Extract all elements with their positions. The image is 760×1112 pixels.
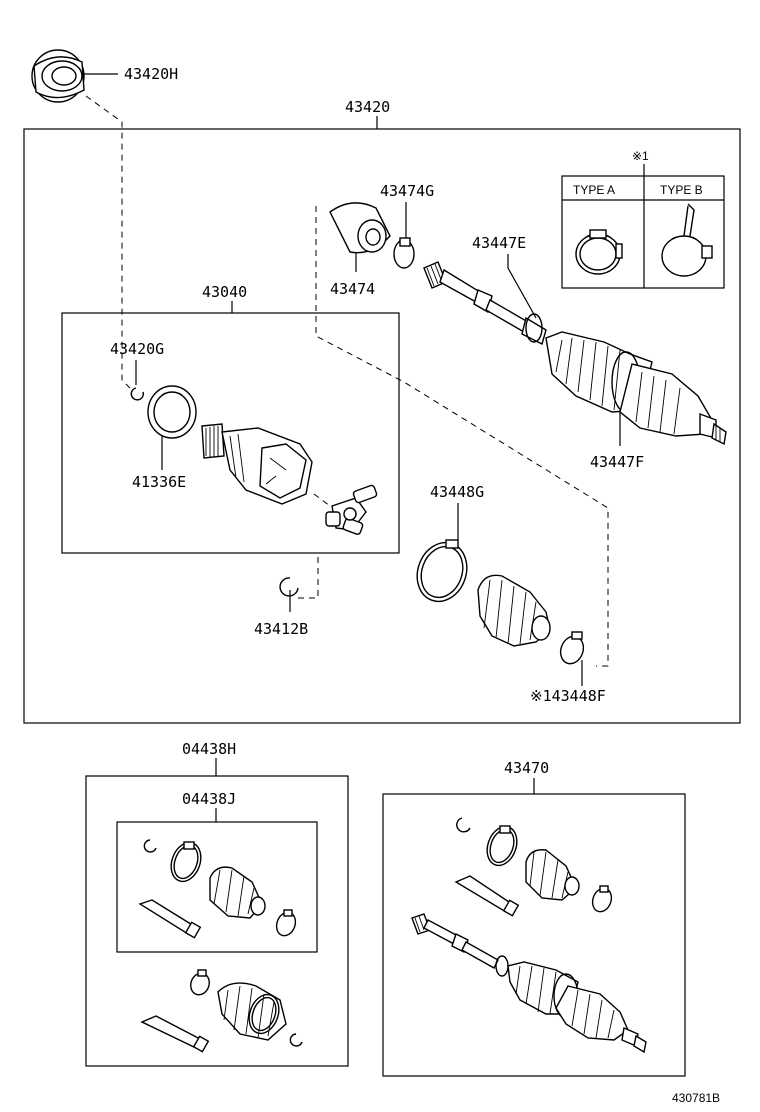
clamp-43448G-icon[interactable] bbox=[409, 536, 475, 609]
clamp-43474G-icon[interactable] bbox=[393, 237, 415, 269]
figure-id: 430781B bbox=[672, 1091, 720, 1105]
label-43420[interactable]: 43420 bbox=[345, 98, 390, 116]
kit-j-snap-ring-icon[interactable] bbox=[143, 839, 157, 853]
label-43448G[interactable]: 43448G bbox=[430, 483, 484, 501]
type-b-label: TYPE B bbox=[660, 183, 703, 197]
snap-ring-43420G-icon[interactable] bbox=[130, 387, 144, 401]
tripod-joint-icon[interactable] bbox=[325, 484, 378, 535]
label-04438J[interactable]: 04438J bbox=[182, 790, 236, 808]
damper-43420H-icon[interactable] bbox=[31, 49, 85, 103]
label-43420H[interactable]: 43420H bbox=[124, 65, 178, 83]
label-43447F[interactable]: 43447F bbox=[590, 453, 644, 471]
label-43470[interactable]: 43470 bbox=[504, 759, 549, 777]
outboard-joint-icon[interactable] bbox=[619, 363, 727, 446]
label-43474G[interactable]: 43474G bbox=[380, 182, 434, 200]
label-43412B[interactable]: 43412B bbox=[254, 620, 308, 638]
snap-ring-43412B-icon[interactable] bbox=[279, 577, 299, 597]
label-43447E[interactable]: 43447E bbox=[472, 234, 526, 252]
kit-box-04438J bbox=[116, 821, 318, 953]
clamp-type-b-icon[interactable] bbox=[661, 203, 713, 277]
note-mark-1: ※1 bbox=[632, 149, 649, 163]
inboard-boot-icon[interactable] bbox=[477, 574, 551, 647]
kit-j-grease-tube-icon[interactable] bbox=[138, 899, 202, 939]
kit-43470-shaft-icon[interactable] bbox=[411, 913, 647, 1054]
inboard-joint-housing-icon[interactable] bbox=[201, 423, 313, 505]
label-43040[interactable]: 43040 bbox=[202, 283, 247, 301]
assembly-box-43420 bbox=[23, 128, 741, 724]
label-41336E[interactable]: 41336E bbox=[132, 473, 186, 491]
assembly-box-43040 bbox=[61, 312, 400, 554]
clamp-type-a-icon[interactable] bbox=[575, 229, 623, 275]
dynamic-damper-43474-icon[interactable] bbox=[329, 202, 391, 254]
kit-box-04438H bbox=[85, 775, 349, 1067]
label-04438H[interactable]: 04438H bbox=[182, 740, 236, 758]
label-43448F[interactable]: ※143448F bbox=[530, 687, 606, 705]
kit-43470-boot-icon[interactable] bbox=[525, 849, 580, 901]
label-43474[interactable]: 43474 bbox=[330, 280, 375, 298]
kit-h-boot-icon[interactable] bbox=[217, 982, 287, 1041]
kit-43470-small-clamp-icon[interactable] bbox=[589, 885, 614, 915]
kit-43470-snap-ring-icon[interactable] bbox=[456, 817, 471, 833]
clamp-type-box bbox=[561, 175, 725, 289]
kit-h-snap-ring-icon[interactable] bbox=[289, 1033, 303, 1047]
kit-43470-grease-tube-icon[interactable] bbox=[454, 875, 520, 917]
label-43420G[interactable]: 43420G bbox=[110, 340, 164, 358]
kit-h-clamp-icon[interactable] bbox=[188, 969, 212, 997]
ring-41336E-icon[interactable] bbox=[147, 385, 197, 439]
kit-43470-large-clamp-icon[interactable] bbox=[482, 822, 522, 869]
kit-box-43470 bbox=[382, 793, 686, 1077]
kit-h-grease-tube-icon[interactable] bbox=[140, 1015, 210, 1053]
clamp-43448F-icon[interactable] bbox=[557, 631, 587, 667]
drive-shaft-icon[interactable] bbox=[423, 261, 547, 346]
kit-j-boot-icon[interactable] bbox=[209, 866, 266, 919]
kit-j-large-clamp-icon[interactable] bbox=[166, 838, 206, 885]
kit-j-small-clamp-icon[interactable] bbox=[273, 909, 298, 939]
type-a-label: TYPE A bbox=[573, 183, 615, 197]
